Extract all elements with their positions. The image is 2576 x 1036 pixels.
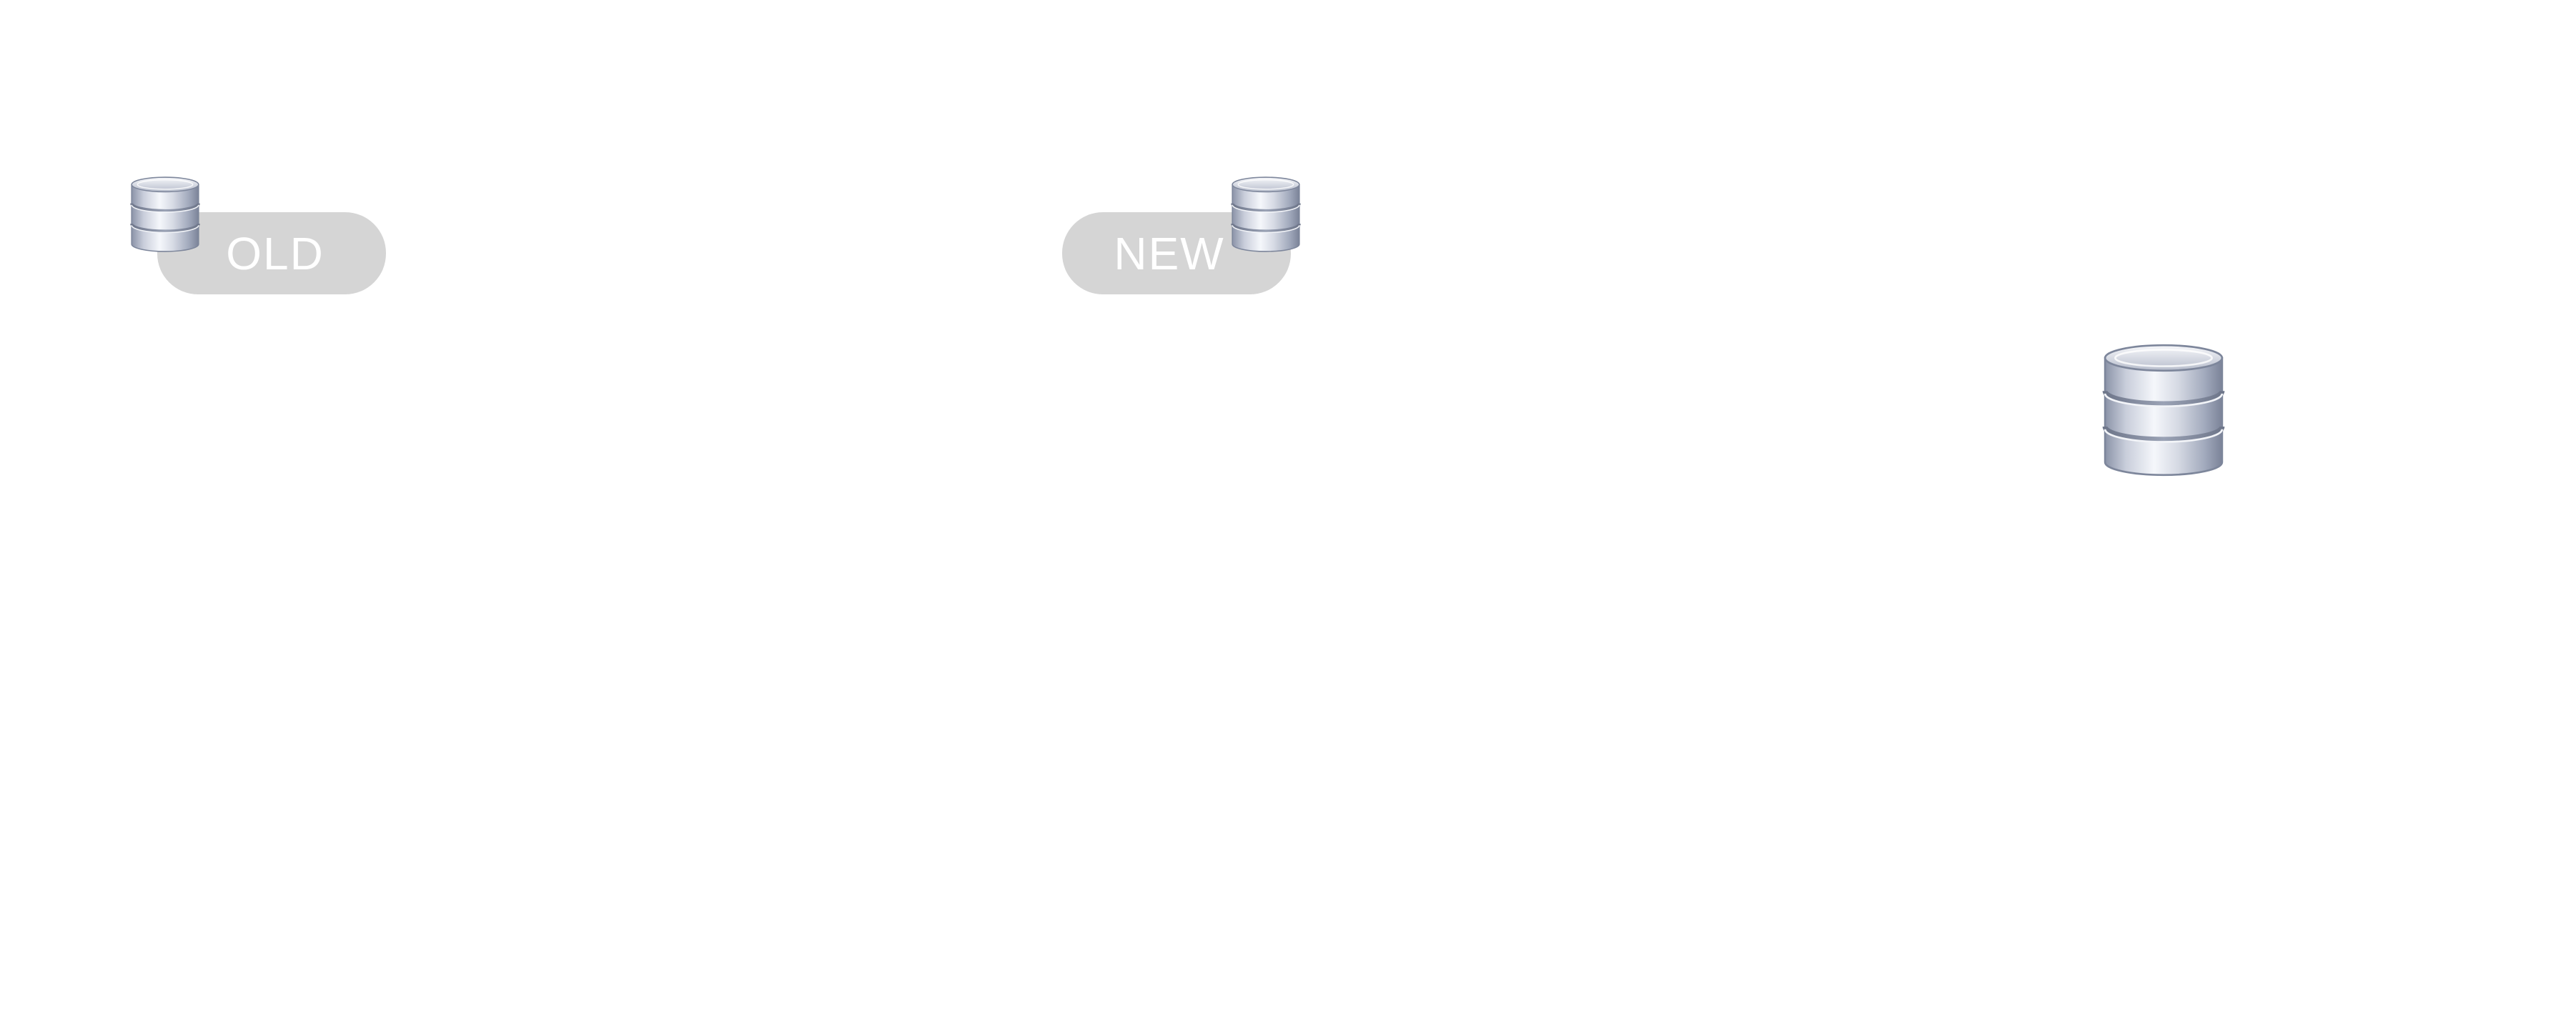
standalone-database-icon <box>2100 339 2227 481</box>
database-icon <box>129 174 202 254</box>
new-label-text: NEW <box>1114 227 1225 279</box>
old-label-text: OLD <box>226 227 325 279</box>
database-icon <box>1229 174 1302 254</box>
new-label-pill: NEW <box>1062 212 1291 294</box>
old-label-pill: OLD <box>157 212 386 294</box>
